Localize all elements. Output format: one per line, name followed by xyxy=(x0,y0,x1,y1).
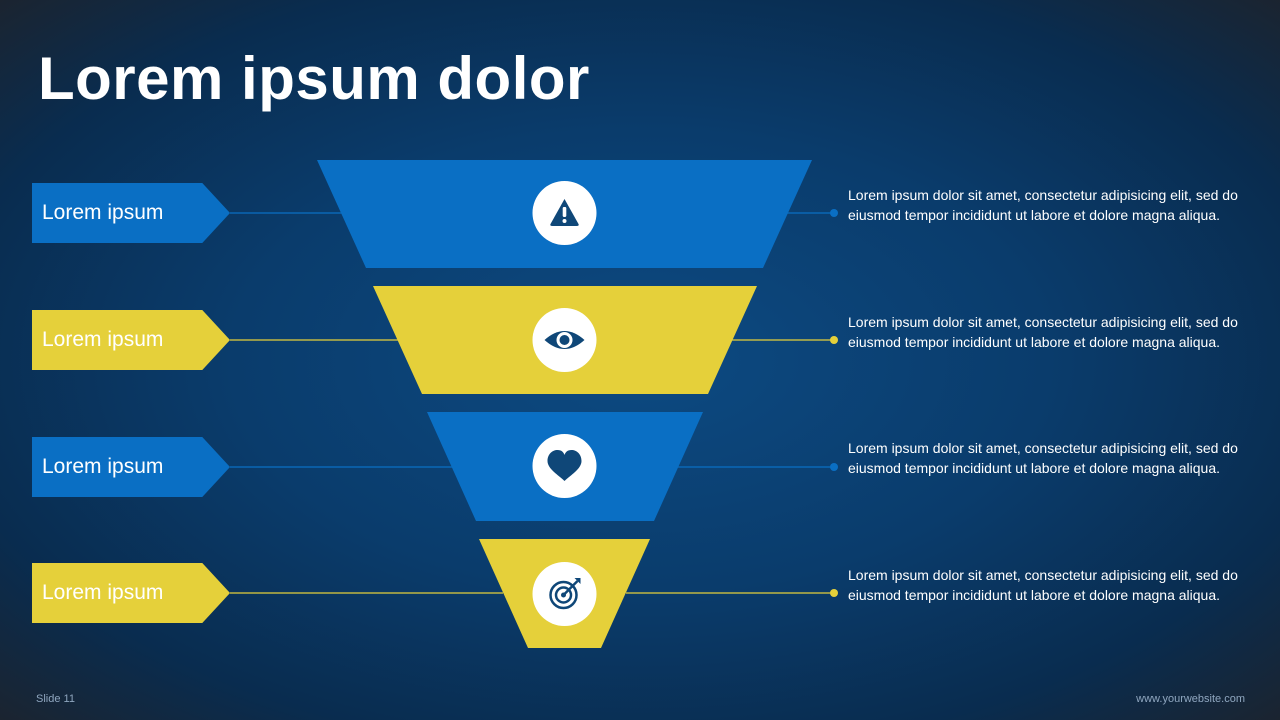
stage-description-4: Lorem ipsum dolor sit amet, consectetur … xyxy=(848,567,1238,603)
connector-dot-3 xyxy=(830,463,838,471)
connector-dot-2 xyxy=(830,336,838,344)
heart-icon xyxy=(547,450,582,481)
stage-label-1: Lorem ipsum xyxy=(32,183,230,243)
stage-description-1: Lorem ipsum dolor sit amet, consectetur … xyxy=(848,187,1238,223)
stage-label-3: Lorem ipsum xyxy=(32,437,230,497)
connector-dot-4 xyxy=(830,589,838,597)
connector-dot-1 xyxy=(830,209,838,217)
slide-number: Slide 11 xyxy=(36,693,75,705)
warning-icon xyxy=(550,199,579,226)
stage-label-4: Lorem ipsum xyxy=(32,563,230,623)
slide-title: Lorem ipsum dolor xyxy=(38,45,590,112)
stage-label-2: Lorem ipsum xyxy=(32,310,230,370)
stage-description-3: Lorem ipsum dolor sit amet, consectetur … xyxy=(848,440,1238,476)
eye-icon xyxy=(544,331,585,349)
website-link[interactable]: www.yourwebsite.com xyxy=(1136,693,1245,705)
stage-description-2: Lorem ipsum dolor sit amet, consectetur … xyxy=(848,314,1238,350)
target-icon xyxy=(549,578,581,610)
